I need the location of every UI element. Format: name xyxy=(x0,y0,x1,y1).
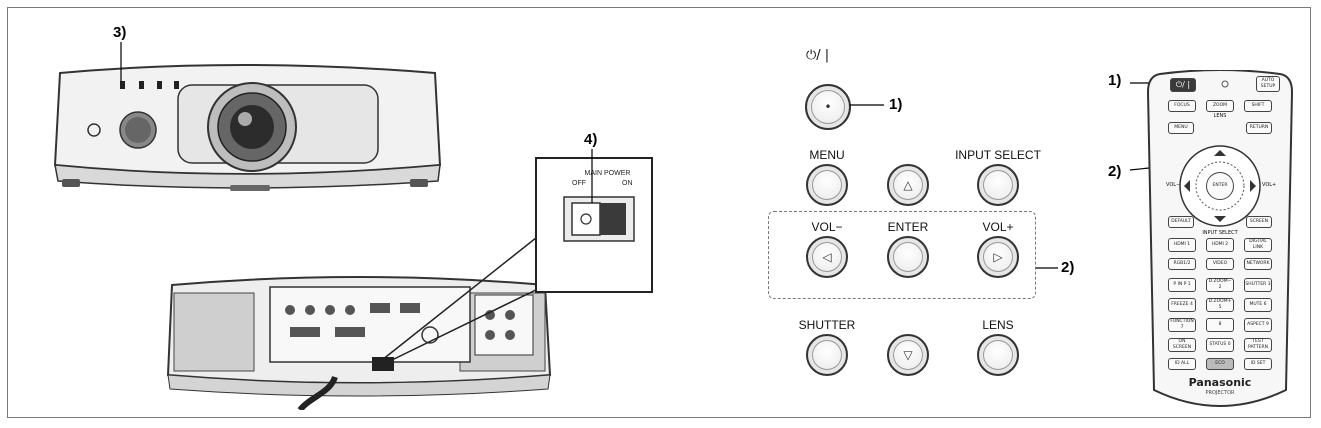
remote-control: ⏻/ | AUTO SETUP FOCUS ZOOM SHIFT LENS ME… xyxy=(1146,70,1294,420)
projector-front-illustration xyxy=(53,64,442,191)
remote-shift-key[interactable]: SHIFT xyxy=(1244,100,1272,112)
callout-1-panel: 1) xyxy=(889,96,903,113)
remote-8-key[interactable]: 8 xyxy=(1206,318,1234,332)
projector-rear-illustration xyxy=(166,276,552,410)
main-power-title: MAIN POWER xyxy=(584,170,631,177)
remote-focus-key[interactable]: FOCUS xyxy=(1168,100,1196,112)
remote-default-key[interactable]: DEFAULT xyxy=(1168,216,1194,228)
remote-test-pattern-key[interactable]: TEST PATTERN xyxy=(1244,338,1272,352)
remote-video-key[interactable]: VIDEO xyxy=(1206,258,1234,270)
remote-vol-plus-label: VOL+ xyxy=(1262,182,1277,188)
remote-shutter-key[interactable]: SHUTTER 3 xyxy=(1244,278,1272,292)
remote-screen-key[interactable]: SCREEN xyxy=(1246,216,1272,228)
callout-2-remote: 2) xyxy=(1108,163,1122,180)
remote-dzoom-plus-key[interactable]: D.ZOOM+ 5 xyxy=(1206,298,1234,312)
remote-id-all-key[interactable]: ID ALL xyxy=(1168,358,1196,370)
down-button[interactable]: ▽ xyxy=(887,334,929,376)
remote-id-set-key[interactable]: ID SET xyxy=(1244,358,1272,370)
remote-return-key[interactable]: RETURN xyxy=(1246,122,1272,134)
remote-brand-logo: Panasonic xyxy=(1188,376,1252,389)
menu-label: MENU xyxy=(809,148,845,162)
remote-dzoom-minus-key[interactable]: D.ZOOM− 2 xyxy=(1206,278,1234,292)
switch-on-label: ON xyxy=(622,180,633,187)
callout-2-panel: 2) xyxy=(1061,259,1075,276)
up-arrow-icon: △ xyxy=(903,178,913,192)
shutter-label: SHUTTER xyxy=(798,318,856,332)
remote-freeze-key[interactable]: FREEZE 4 xyxy=(1168,298,1196,312)
vol-minus-left-button[interactable]: ◁ xyxy=(806,236,848,278)
power-dot-icon: • xyxy=(824,100,832,114)
remote-pinp-key[interactable]: P IN P 1 xyxy=(1168,278,1196,292)
callout-4-leader xyxy=(591,149,593,203)
remote-hdmi2-key[interactable]: HDMI 2 xyxy=(1206,238,1234,252)
callout-1-panel-leader xyxy=(850,104,884,106)
remote-input-select-label: INPUT SELECT xyxy=(1202,230,1238,236)
volume-enter-group xyxy=(768,211,1036,299)
remote-auto-setup-key[interactable]: AUTO SETUP xyxy=(1256,76,1280,92)
callout-4: 4) xyxy=(584,131,598,148)
vol-plus-label: VOL+ xyxy=(982,220,1014,234)
callout-3: 3) xyxy=(113,24,127,41)
remote-mute-key[interactable]: MUTE 6 xyxy=(1244,298,1272,312)
enter-label: ENTER xyxy=(887,220,929,234)
shutter-button[interactable] xyxy=(806,334,848,376)
remote-on-screen-key[interactable]: ON SCREEN xyxy=(1168,338,1196,352)
vol-minus-label: VOL− xyxy=(811,220,843,234)
remote-aspect-key[interactable]: ASPECT 9 xyxy=(1244,318,1272,332)
callout-1-remote: 1) xyxy=(1108,72,1122,89)
input-select-label: INPUT SELECT xyxy=(955,148,1041,162)
power-standby-button[interactable]: • xyxy=(805,84,851,130)
callout-2-panel-leader xyxy=(1036,267,1058,269)
up-button[interactable]: △ xyxy=(887,164,929,206)
remote-subtitle: PROJECTOR xyxy=(1205,390,1235,396)
figure-frame xyxy=(7,7,1311,418)
remote-menu-key[interactable]: MENU xyxy=(1168,122,1194,134)
remote-eco-key[interactable]: ECO xyxy=(1206,358,1234,370)
power-key-label: ⏻/ | xyxy=(806,48,830,63)
remote-network-key[interactable]: NETWORK xyxy=(1244,258,1272,270)
left-arrow-icon: ◁ xyxy=(822,250,832,264)
remote-rgb-key[interactable]: RGB1/2 xyxy=(1168,258,1196,270)
lens-button[interactable] xyxy=(977,334,1019,376)
remote-digital-link-key[interactable]: DIGITAL LINK xyxy=(1244,238,1272,252)
right-arrow-icon: ▷ xyxy=(993,250,1003,264)
remote-vol-minus-label: VOL− xyxy=(1166,182,1181,188)
vol-plus-right-button[interactable]: ▷ xyxy=(977,236,1019,278)
remote-function-key[interactable]: FUNCTION 7 xyxy=(1168,318,1196,332)
main-power-switch-detail xyxy=(381,157,653,361)
remote-zoom-key[interactable]: ZOOM xyxy=(1206,100,1234,112)
remote-status-key[interactable]: STATUS 0 xyxy=(1206,338,1234,352)
input-select-button[interactable] xyxy=(977,164,1019,206)
down-arrow-icon: ▽ xyxy=(903,348,913,362)
menu-button[interactable] xyxy=(806,164,848,206)
lens-label: LENS xyxy=(982,318,1014,332)
remote-enter-key[interactable]: ENTER xyxy=(1206,172,1234,200)
enter-button[interactable] xyxy=(887,236,929,278)
remote-power-key[interactable]: ⏻/ | xyxy=(1170,78,1196,92)
remote-lens-group-label: LENS xyxy=(1213,113,1227,119)
switch-off-label: OFF xyxy=(572,180,586,187)
callout-3-leader xyxy=(120,42,122,82)
remote-hdmi1-key[interactable]: HDMI 1 xyxy=(1168,238,1196,252)
